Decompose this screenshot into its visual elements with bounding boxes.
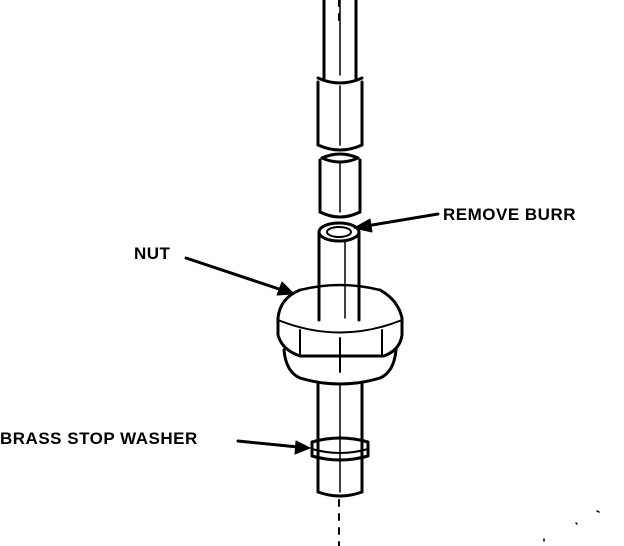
label-remove-burr: REMOVE BURR [443,205,577,224]
label-brass-stop-washer: BRASS STOP WASHER [0,429,198,448]
lower-shaft [316,382,364,498]
nut-flange [282,348,398,386]
scan-specks [543,510,600,542]
cut-gap [320,152,360,164]
top-rod [316,0,364,85]
nut-body [276,283,404,373]
leader-remove-burr [353,212,440,233]
leader-washer [236,439,311,455]
label-nut: NUT [134,244,171,263]
upper-tube [316,80,364,152]
tube-end [317,221,361,322]
washer-ring [310,436,370,462]
lower-tube [318,158,362,219]
leader-nut [184,256,295,296]
